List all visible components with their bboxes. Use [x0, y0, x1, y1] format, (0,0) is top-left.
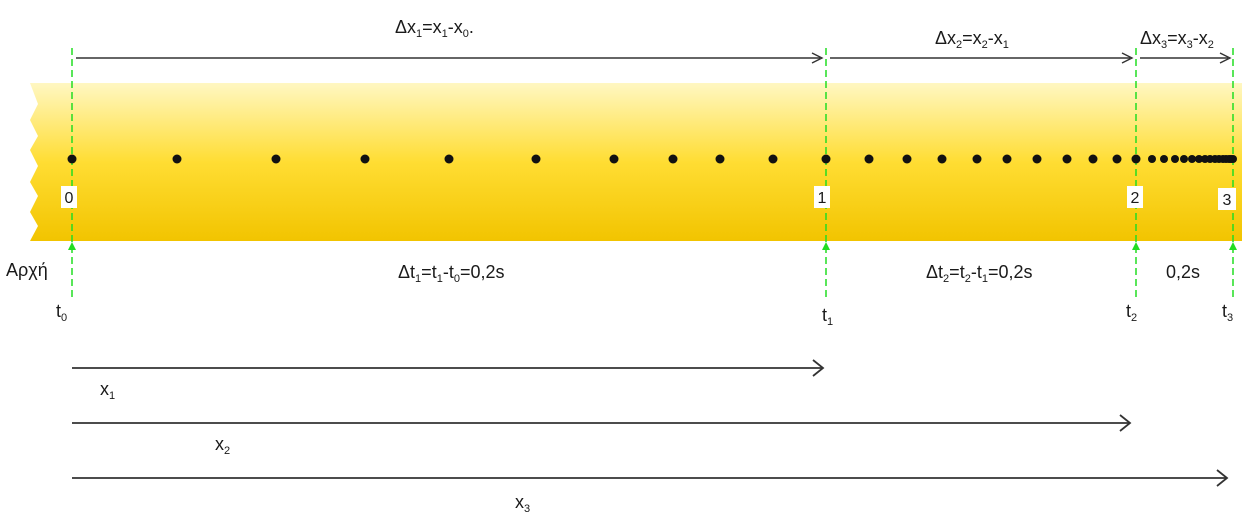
tape-dot	[271, 154, 281, 164]
dx1-arrowhead	[811, 52, 824, 64]
tape-dot	[1188, 155, 1196, 163]
x1-label: x1	[100, 379, 115, 402]
tape-dot	[67, 154, 77, 164]
time-label-3: t3	[1222, 301, 1233, 324]
time-arrow-0	[68, 242, 76, 250]
time-label-2: t2	[1126, 301, 1137, 324]
x3-arrowhead	[1216, 469, 1229, 487]
tape-dot	[360, 154, 370, 164]
marker-box-3	[1218, 188, 1236, 210]
tape-dot	[1131, 154, 1141, 164]
dx2-arrowhead	[1121, 52, 1134, 64]
tape-dot	[444, 154, 454, 164]
time-arrow-3	[1229, 242, 1237, 250]
x2-label: x2	[215, 434, 230, 457]
marker-box-0	[61, 186, 77, 208]
dx2-label: Δx2=x2-x1	[935, 28, 1009, 51]
ticker-tape	[30, 83, 1242, 241]
time-arrow-2	[1132, 242, 1140, 250]
position-arrows	[72, 359, 1229, 487]
tape-dot	[715, 154, 725, 164]
tape-dot	[1062, 154, 1072, 164]
tape-dot	[1088, 154, 1098, 164]
x2-arrowhead	[1119, 414, 1132, 432]
marker-number-3: 3	[1223, 192, 1232, 209]
time-label-1: t1	[822, 305, 833, 328]
marker-number-0: 0	[65, 190, 74, 207]
tape-dot	[768, 154, 778, 164]
tape-dot	[1180, 155, 1188, 163]
dt2-label: Δt2=t2-t1=0,2s	[926, 262, 1033, 285]
tape-dot	[1229, 155, 1237, 163]
tape-dot	[1160, 155, 1168, 163]
tape-dot	[1112, 154, 1122, 164]
tape-dot	[668, 154, 678, 164]
time-arrows	[68, 242, 1237, 250]
x3-label: x3	[515, 492, 530, 515]
dx1-label: Δx1=x1-x0.	[395, 17, 474, 40]
tape-dot	[821, 154, 831, 164]
dt1-label: Δt1=t1-t0=0,2s	[398, 262, 505, 285]
tape-dot	[1002, 154, 1012, 164]
marker-box-1	[814, 186, 830, 208]
marker-boxes: 0 1 2 3	[61, 186, 1236, 210]
tape-dot	[609, 154, 619, 164]
tape-dot	[172, 154, 182, 164]
dx3-arrowhead	[1219, 52, 1232, 64]
tape-dot	[1032, 154, 1042, 164]
tape-dots	[67, 154, 1237, 164]
dt3-label: 0,2s	[1166, 262, 1200, 282]
tape-dot	[1148, 155, 1156, 163]
tape-dot	[902, 154, 912, 164]
tape-dot	[1171, 155, 1179, 163]
dx3-label: Δx3=x3-x2	[1140, 28, 1214, 51]
marker-number-1: 1	[818, 190, 827, 207]
tape-dot	[531, 154, 541, 164]
displacement-arrows	[76, 52, 1232, 64]
x1-arrowhead	[812, 359, 825, 377]
marker-box-2	[1127, 186, 1143, 208]
tape-dot	[864, 154, 874, 164]
time-arrow-1	[822, 242, 830, 250]
tape-dot	[972, 154, 982, 164]
tape-dot	[937, 154, 947, 164]
start-label: Αρχή	[6, 260, 48, 280]
time-markers	[71, 48, 1234, 300]
time-label-0: t0	[56, 301, 67, 324]
tape-dot	[1195, 155, 1203, 163]
marker-number-2: 2	[1131, 190, 1140, 207]
